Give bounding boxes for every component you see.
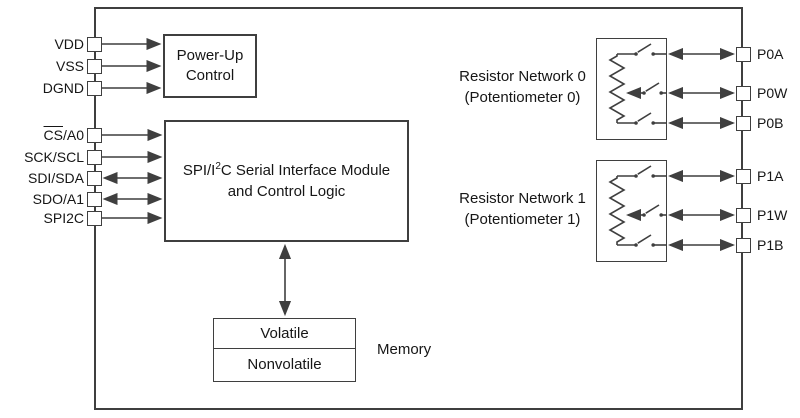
serial-pin-wires [102, 128, 163, 225]
pin-label-vss: VSS [55, 58, 84, 74]
pin-label-spi2c: SPI2C [43, 210, 84, 226]
power-up-control-label: Power-Up Control [176, 47, 244, 84]
pin-square-p0b [735, 115, 751, 131]
power-pin-wires [102, 37, 162, 95]
pin-square-spi2c [86, 210, 102, 226]
pin-label-p1b: P1B [757, 237, 784, 253]
pin-square-sck-scl [86, 149, 102, 165]
pin-label-cs-a0: CS/A0 [43, 127, 84, 143]
pin-label-p0a: P0A [757, 46, 784, 62]
resistor-icon-1 [608, 176, 626, 245]
pin-label-sdo-a1: SDO/A1 [32, 191, 84, 207]
pin-square-p1b [735, 237, 751, 253]
pin-square-p0a [735, 46, 751, 62]
resistor-network-0-label: Resistor Network 0 (Potentiometer 0) [459, 68, 586, 106]
pin-square-sdi-sda [86, 170, 102, 186]
resistor-network-0-pin-arrows [667, 47, 736, 130]
serial-interface-label: SPI/I2C Serial Interface Module and Cont… [182, 161, 391, 201]
resistor-network-1-pin-arrows [667, 169, 736, 252]
pin-label-sck-scl: SCK/SCL [24, 149, 84, 165]
resistor-network-1-box [596, 160, 667, 262]
resistor-network-0-box [596, 38, 667, 140]
pin-square-sdo-a1 [86, 191, 102, 207]
memory-cell-nonvolatile: Nonvolatile [214, 348, 355, 379]
pin-square-vdd [86, 36, 102, 52]
power-up-control-box [163, 34, 257, 98]
pin-label-p1w: P1W [757, 207, 788, 223]
pin-square-p1w [735, 207, 751, 223]
pin-square-p0w [735, 85, 751, 101]
resistor-network-1-symbol [608, 165, 667, 248]
memory-box: Volatile Nonvolatile [213, 318, 356, 382]
pin-label-p1a: P1A [757, 168, 784, 184]
serial-interface-box [164, 120, 409, 242]
memory-label: Memory [377, 341, 432, 358]
pin-square-cs-a0 [86, 127, 102, 143]
pin-label-sdi-sda: SDI/SDA [27, 170, 84, 186]
pin-label-p0b: P0B [757, 115, 784, 131]
resistor-icon-0 [608, 54, 626, 123]
pin-label-p0w: P0W [757, 85, 788, 101]
resistor-network-1-label: Resistor Network 1 (Potentiometer 1) [459, 190, 586, 228]
memory-cell-volatile: Volatile [260, 325, 309, 342]
pin-square-p1a [735, 168, 751, 184]
pin-square-dgnd [86, 80, 102, 96]
pin-label-vdd: VDD [54, 36, 84, 52]
pin-square-vss [86, 58, 102, 74]
resistor-network-0-symbol [608, 43, 667, 126]
pin-label-dgnd: DGND [42, 80, 84, 96]
